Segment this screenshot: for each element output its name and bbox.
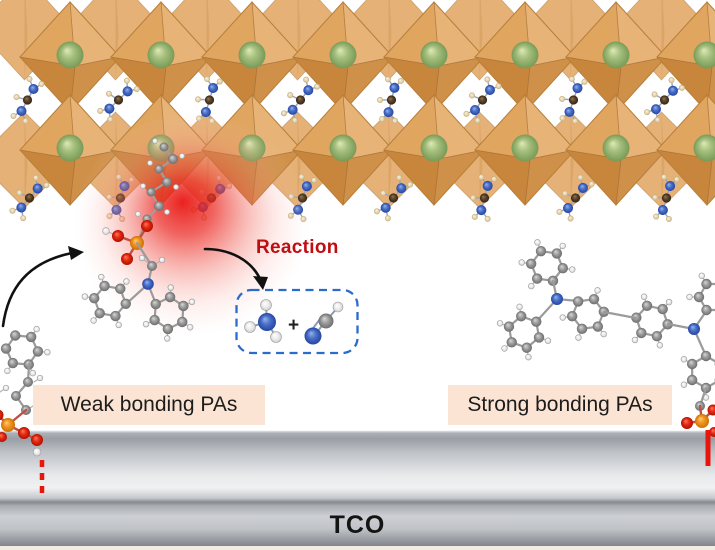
strong-bonding-label: Strong bonding PAs <box>448 385 672 425</box>
fa-cation-molecule <box>377 76 404 124</box>
dashed-reaction-box <box>235 288 359 355</box>
tco-top-edge <box>0 430 715 433</box>
degradation-glow <box>74 112 310 336</box>
detach-arrowhead <box>68 246 84 260</box>
reaction-products-box: + <box>235 288 359 355</box>
fa-cation-molecule <box>556 174 595 222</box>
tco-label: TCO <box>329 511 386 539</box>
hcn-molecule <box>304 301 344 345</box>
nh3-molecule <box>244 299 282 343</box>
strong-bonding-pa-molecule <box>496 239 715 466</box>
weak-bonding-label: Weak bonding PAs <box>33 385 265 425</box>
detach-arrow <box>1 251 74 328</box>
fa-cation-molecule <box>280 76 321 124</box>
reaction-arrow <box>203 247 263 283</box>
fa-cation-molecule <box>373 174 414 222</box>
fa-cation-molecule <box>652 174 680 222</box>
reaction-label: Reaction <box>256 237 339 258</box>
fa-cation-molecule <box>470 174 498 222</box>
plus-sign: + <box>288 315 299 336</box>
reaction-arrowhead <box>253 276 268 290</box>
fa-cation-molecule <box>97 77 140 123</box>
fa-cation-molecule <box>9 174 50 222</box>
arrows <box>1 246 268 328</box>
fa-cation-molecule <box>463 76 502 124</box>
fa-cation-molecule <box>559 75 588 125</box>
fa-cation-molecule <box>10 75 45 124</box>
detaching-pa-molecule <box>81 138 196 342</box>
fa-cation-molecule <box>644 77 685 123</box>
bottom-strip <box>0 546 715 550</box>
weak-bonded-pa-molecule <box>0 325 51 494</box>
tco-substrate <box>0 430 715 550</box>
